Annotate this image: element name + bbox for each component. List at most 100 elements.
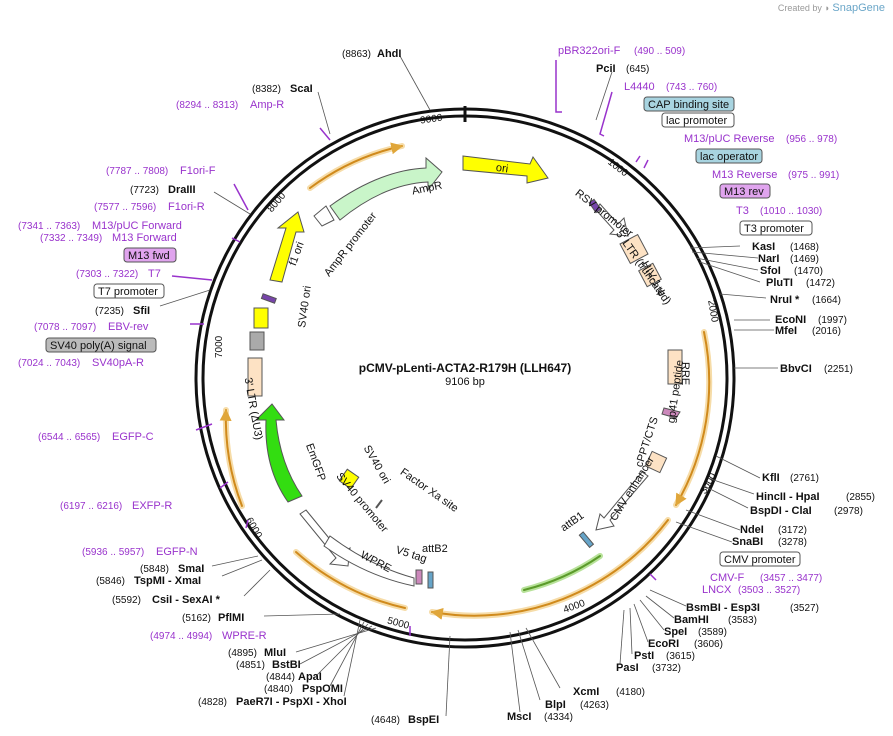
enzyme-pluti: PluTI	[766, 277, 793, 289]
credit: Created by ◗ SnapGene	[778, 2, 885, 14]
enzyme-msci: MscI	[507, 711, 531, 723]
feature-sv40ori-2: SV40 ori	[361, 443, 392, 486]
enzyme-hincii-hpai: HincII - HpaI	[756, 491, 820, 503]
box-t3-promoter: T3 promoter	[744, 223, 804, 235]
enzyme-bamhi-pos: (3583)	[728, 615, 757, 626]
enzyme-snabi-pos: (3278)	[778, 537, 807, 548]
primer-sv40pa-r-range: (7024 .. 7043)	[18, 358, 80, 369]
enzyme-spei: SpeI	[664, 626, 687, 638]
enzyme-mlui: MluI	[264, 647, 286, 659]
enzyme-bspei: BspEI	[408, 714, 439, 726]
attb1-box	[578, 531, 595, 549]
primer-markers	[171, 60, 657, 636]
primer-pbr322ori-f-range: (490 .. 509)	[634, 46, 685, 57]
feature-rre: RRE	[679, 362, 691, 385]
ltr3-box	[247, 357, 263, 397]
sv40-ori-inner	[338, 468, 360, 490]
primer-m13puc-forward-range: (7341 .. 7363)	[18, 221, 80, 232]
enzyme-paer7i-pspxi-xhoi: PaeR7I - PspXI - XhoI	[236, 696, 347, 708]
enzyme-scai-pos: (8382)	[252, 84, 281, 95]
ampr-promoter-arrow	[313, 205, 335, 227]
enzyme-snabi: SnaBI	[732, 536, 763, 548]
primer-m13puc-forward: M13/pUC Forward	[92, 220, 182, 232]
primer-amp-r-range: (8294 .. 8313)	[176, 100, 238, 111]
enzyme-kasi-pos: (1468)	[790, 242, 819, 253]
ampr-arrow	[329, 156, 443, 221]
plasmid-name: pCMV-pLenti-ACTA2-R179H (LLH647)	[359, 361, 571, 375]
enzyme-nrui-pos: (1664)	[812, 295, 841, 306]
box-cap-binding-site: CAP binding site	[648, 99, 729, 111]
enzyme-ndei: NdeI	[740, 524, 764, 536]
f1ori-arrow	[269, 211, 305, 283]
wpre-arrow	[323, 535, 415, 587]
primer-cmv-f: CMV-F	[710, 572, 745, 584]
enzyme-blpi-pos: (4263)	[580, 700, 609, 711]
primer-sv40pa-r: SV40pA-R	[92, 357, 144, 369]
enzyme-xcmi-pos: (4180)	[616, 687, 645, 698]
enzyme-bstbi-pos: (4851)	[236, 660, 265, 671]
cppt-box	[644, 450, 668, 474]
credit-prefix: Created by	[777, 3, 822, 13]
enzyme-hincii-hpai-pos: (2855)	[846, 492, 875, 503]
feature-ori: ori	[495, 162, 509, 176]
enzyme-smai-pos: (5848)	[140, 564, 169, 575]
enzyme-econi-pos: (1997)	[818, 315, 847, 326]
box-lac-promoter: lac promoter	[666, 115, 727, 127]
ori-arrow	[462, 155, 549, 184]
primer-m13puc-reverse: M13/pUC Reverse	[684, 133, 774, 145]
enzyme-kfli: KflI	[762, 472, 780, 484]
enzyme-scai: ScaI	[290, 83, 313, 95]
coverage-arc-bottom-right	[429, 517, 671, 619]
tick-7000: 7000	[214, 335, 225, 358]
enzyme-apai: ApaI	[298, 671, 322, 683]
primer-m13-reverse: M13 Reverse	[712, 169, 777, 181]
enzyme-sfoi-pos: (1470)	[794, 266, 823, 277]
pink-tag	[588, 198, 602, 214]
enzyme-mfei: MfeI	[775, 325, 797, 337]
snapgene-logo-icon: ◗	[824, 3, 830, 13]
enzyme-pcii: PciI	[596, 63, 616, 75]
enzyme-pspomi-pos: (4840)	[264, 684, 293, 695]
feature-5ltr: 5' LTR (truncated)	[613, 228, 673, 307]
enzyme-spei-pos: (3589)	[698, 627, 727, 638]
primer-f1ori-f: F1ori-F	[180, 165, 216, 177]
primer-lncx: LNCX	[702, 584, 732, 596]
enzyme-nari-pos: (1469)	[790, 254, 819, 265]
enzyme-sfii: SfiI	[133, 305, 150, 317]
primer-m13puc-reverse-range: (956 .. 978)	[786, 134, 837, 145]
boxed-labels: CAP binding site lac promoter lac operat…	[45, 96, 813, 567]
enzyme-csii-sexai: CsiI - SexAI *	[152, 594, 221, 606]
enzyme-bspdi-clai-pos: (2978)	[834, 506, 863, 517]
tick-1000: 1000	[605, 157, 630, 180]
feature-attb1: attB1	[558, 510, 586, 535]
feature-emgfp: EmGFP	[303, 442, 328, 483]
primer-m13-forward-range: (7332 .. 7349)	[40, 233, 102, 244]
primer-t3: T3	[736, 205, 749, 217]
enzyme-apai-pos: (4844)	[266, 672, 295, 683]
enzyme-pflmi: PflMI	[218, 612, 244, 624]
primer-f1ori-f-range: (7787 .. 7808)	[106, 166, 168, 177]
primer-m13-forward: M13 Forward	[112, 232, 177, 244]
primer-ebv-rev: EBV-rev	[108, 321, 149, 333]
hiv-psi-box	[638, 262, 662, 288]
box-sv40-polya-signal: SV40 poly(A) signal	[50, 340, 147, 352]
enzyme-nari: NarI	[758, 253, 779, 265]
leader-lines	[159, 55, 778, 717]
enzyme-ndei-pos: (3172)	[778, 525, 807, 536]
enzyme-bspei-pos: (4648)	[371, 715, 400, 726]
enzyme-pluti-pos: (1472)	[806, 278, 835, 289]
primer-egfp-c: EGFP-C	[112, 431, 154, 443]
enzyme-sfii-pos: (7235)	[95, 306, 124, 317]
box-m13-rev: M13 rev	[724, 186, 764, 198]
enzyme-econi: EcoNI	[775, 314, 806, 326]
enzyme-ahdi-pos: (8863)	[342, 49, 371, 60]
primer-wpre-r-range: (4974 .. 4994)	[150, 631, 212, 642]
enzyme-bsmbi-esp3i: BsmBI - Esp3I	[686, 602, 760, 614]
enzyme-kasi: KasI	[752, 241, 775, 253]
enzyme-csii-sexai-pos: (5592)	[112, 595, 141, 606]
primer-l4440: L4440	[624, 81, 655, 93]
gp41-shape	[661, 407, 681, 419]
enzyme-pasi: PasI	[616, 662, 639, 674]
enzyme-tspmi-xmai: TspMI - XmaI	[134, 575, 201, 587]
